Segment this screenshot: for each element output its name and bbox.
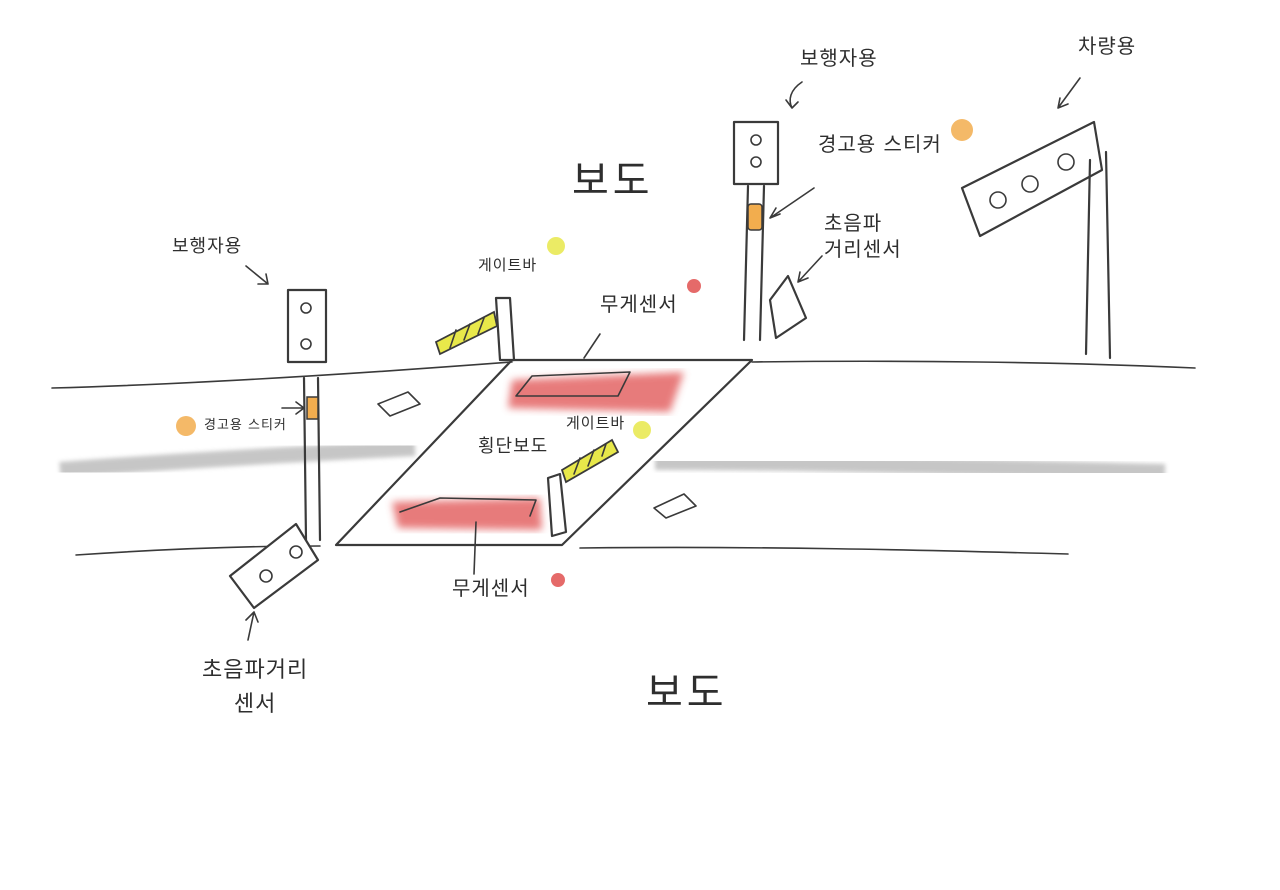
warning-sticker-left-label: 경고용 스티커 <box>204 418 287 433</box>
pedestrian-signal-right-lamp-2 <box>750 156 762 168</box>
arrow-weight-top <box>583 333 601 359</box>
arrow-warning-left <box>281 401 305 415</box>
vehicle-signal-label: 차량용 <box>1078 34 1137 58</box>
crosswalk-area <box>334 358 754 547</box>
gate-bar-mid-label: 게이트바 <box>566 414 626 432</box>
vehicle-signal-lamp-3 <box>1057 153 1075 171</box>
ultrasonic-sensor-left-label: 초음파거리 센서 <box>202 658 309 717</box>
road-marker-left <box>377 391 421 417</box>
ultrasonic-sensor-left-box <box>228 522 320 610</box>
warning-sticker-left <box>306 396 319 420</box>
road-marker-right <box>653 493 697 519</box>
yellow-dot-gate-mid <box>633 421 651 439</box>
ultrasonic-sensor-right-box <box>768 274 808 340</box>
orange-dot-warning-right <box>951 119 973 141</box>
gate-post-top <box>494 296 516 362</box>
warning-sticker-right-label: 경고용 스티커 <box>818 132 942 156</box>
ultrasonic-sensor-left-lens-1 <box>259 569 273 583</box>
vehicle-signal-lamp-2 <box>1021 175 1039 193</box>
vehicle-signal-pole <box>1084 150 1112 360</box>
arrow-pedestrian-right <box>785 81 803 109</box>
pedestrian-signal-right-lamp-1 <box>750 134 762 146</box>
gate-bar-top-label: 게이트바 <box>478 256 538 274</box>
arrow-weight-bottom <box>473 521 477 575</box>
arrow-ultrasonic-right <box>797 255 823 283</box>
weight-sensor-top-label: 무게센서 <box>600 292 678 316</box>
sidewalk-bottom-label: 보도 <box>646 670 728 716</box>
road-edge-bottom-right <box>579 546 1069 555</box>
pedestrian-signal-right-box <box>732 120 780 186</box>
pedestrian-signal-left-label: 보행자용 <box>172 236 243 257</box>
road-edge-top-right <box>751 360 1196 369</box>
road-edge-top-left <box>51 361 513 389</box>
ultrasonic-sensor-left-lens-2 <box>289 545 303 559</box>
arrow-vehicle <box>1057 77 1081 109</box>
vehicle-signal-lamp-1 <box>989 191 1007 209</box>
sidewalk-top-label: 보도 <box>572 158 654 204</box>
arrow-ultrasonic-left <box>245 611 259 641</box>
weight-sensor-bottom-label: 무게센서 <box>452 576 530 600</box>
orange-dot-warning-left <box>176 416 196 436</box>
ultrasonic-sensor-right-label: 초음파 거리센서 <box>824 211 902 261</box>
gate-bar-mid-stripes <box>573 443 607 475</box>
pedestrian-signal-left-box <box>286 288 328 364</box>
pedestrian-signal-left-lamp-1 <box>300 302 312 314</box>
gate-post-mid <box>546 472 568 538</box>
vehicle-signal-box <box>960 120 1104 238</box>
arrow-pedestrian-left <box>245 265 269 285</box>
weight-sensor-bottom <box>392 498 542 530</box>
lane-marking-left <box>59 440 416 478</box>
warning-sticker-right <box>747 203 763 231</box>
weight-sensor-top-outline <box>515 371 631 397</box>
arrow-warning-right <box>769 187 815 219</box>
red-dot-weight-bottom <box>551 573 565 587</box>
pedestrian-signal-right-label: 보행자용 <box>800 46 878 70</box>
pedestrian-signal-left-lamp-2 <box>300 338 312 350</box>
gate-bar-top-stripes <box>449 317 485 349</box>
yellow-dot-gate-top <box>547 237 565 255</box>
lane-marking-right <box>654 454 1166 480</box>
crosswalk-label: 횡단보도 <box>478 436 549 457</box>
red-dot-weight-top <box>687 279 701 293</box>
weight-sensor-top <box>508 372 684 412</box>
weight-sensor-bottom-outline <box>399 497 537 517</box>
